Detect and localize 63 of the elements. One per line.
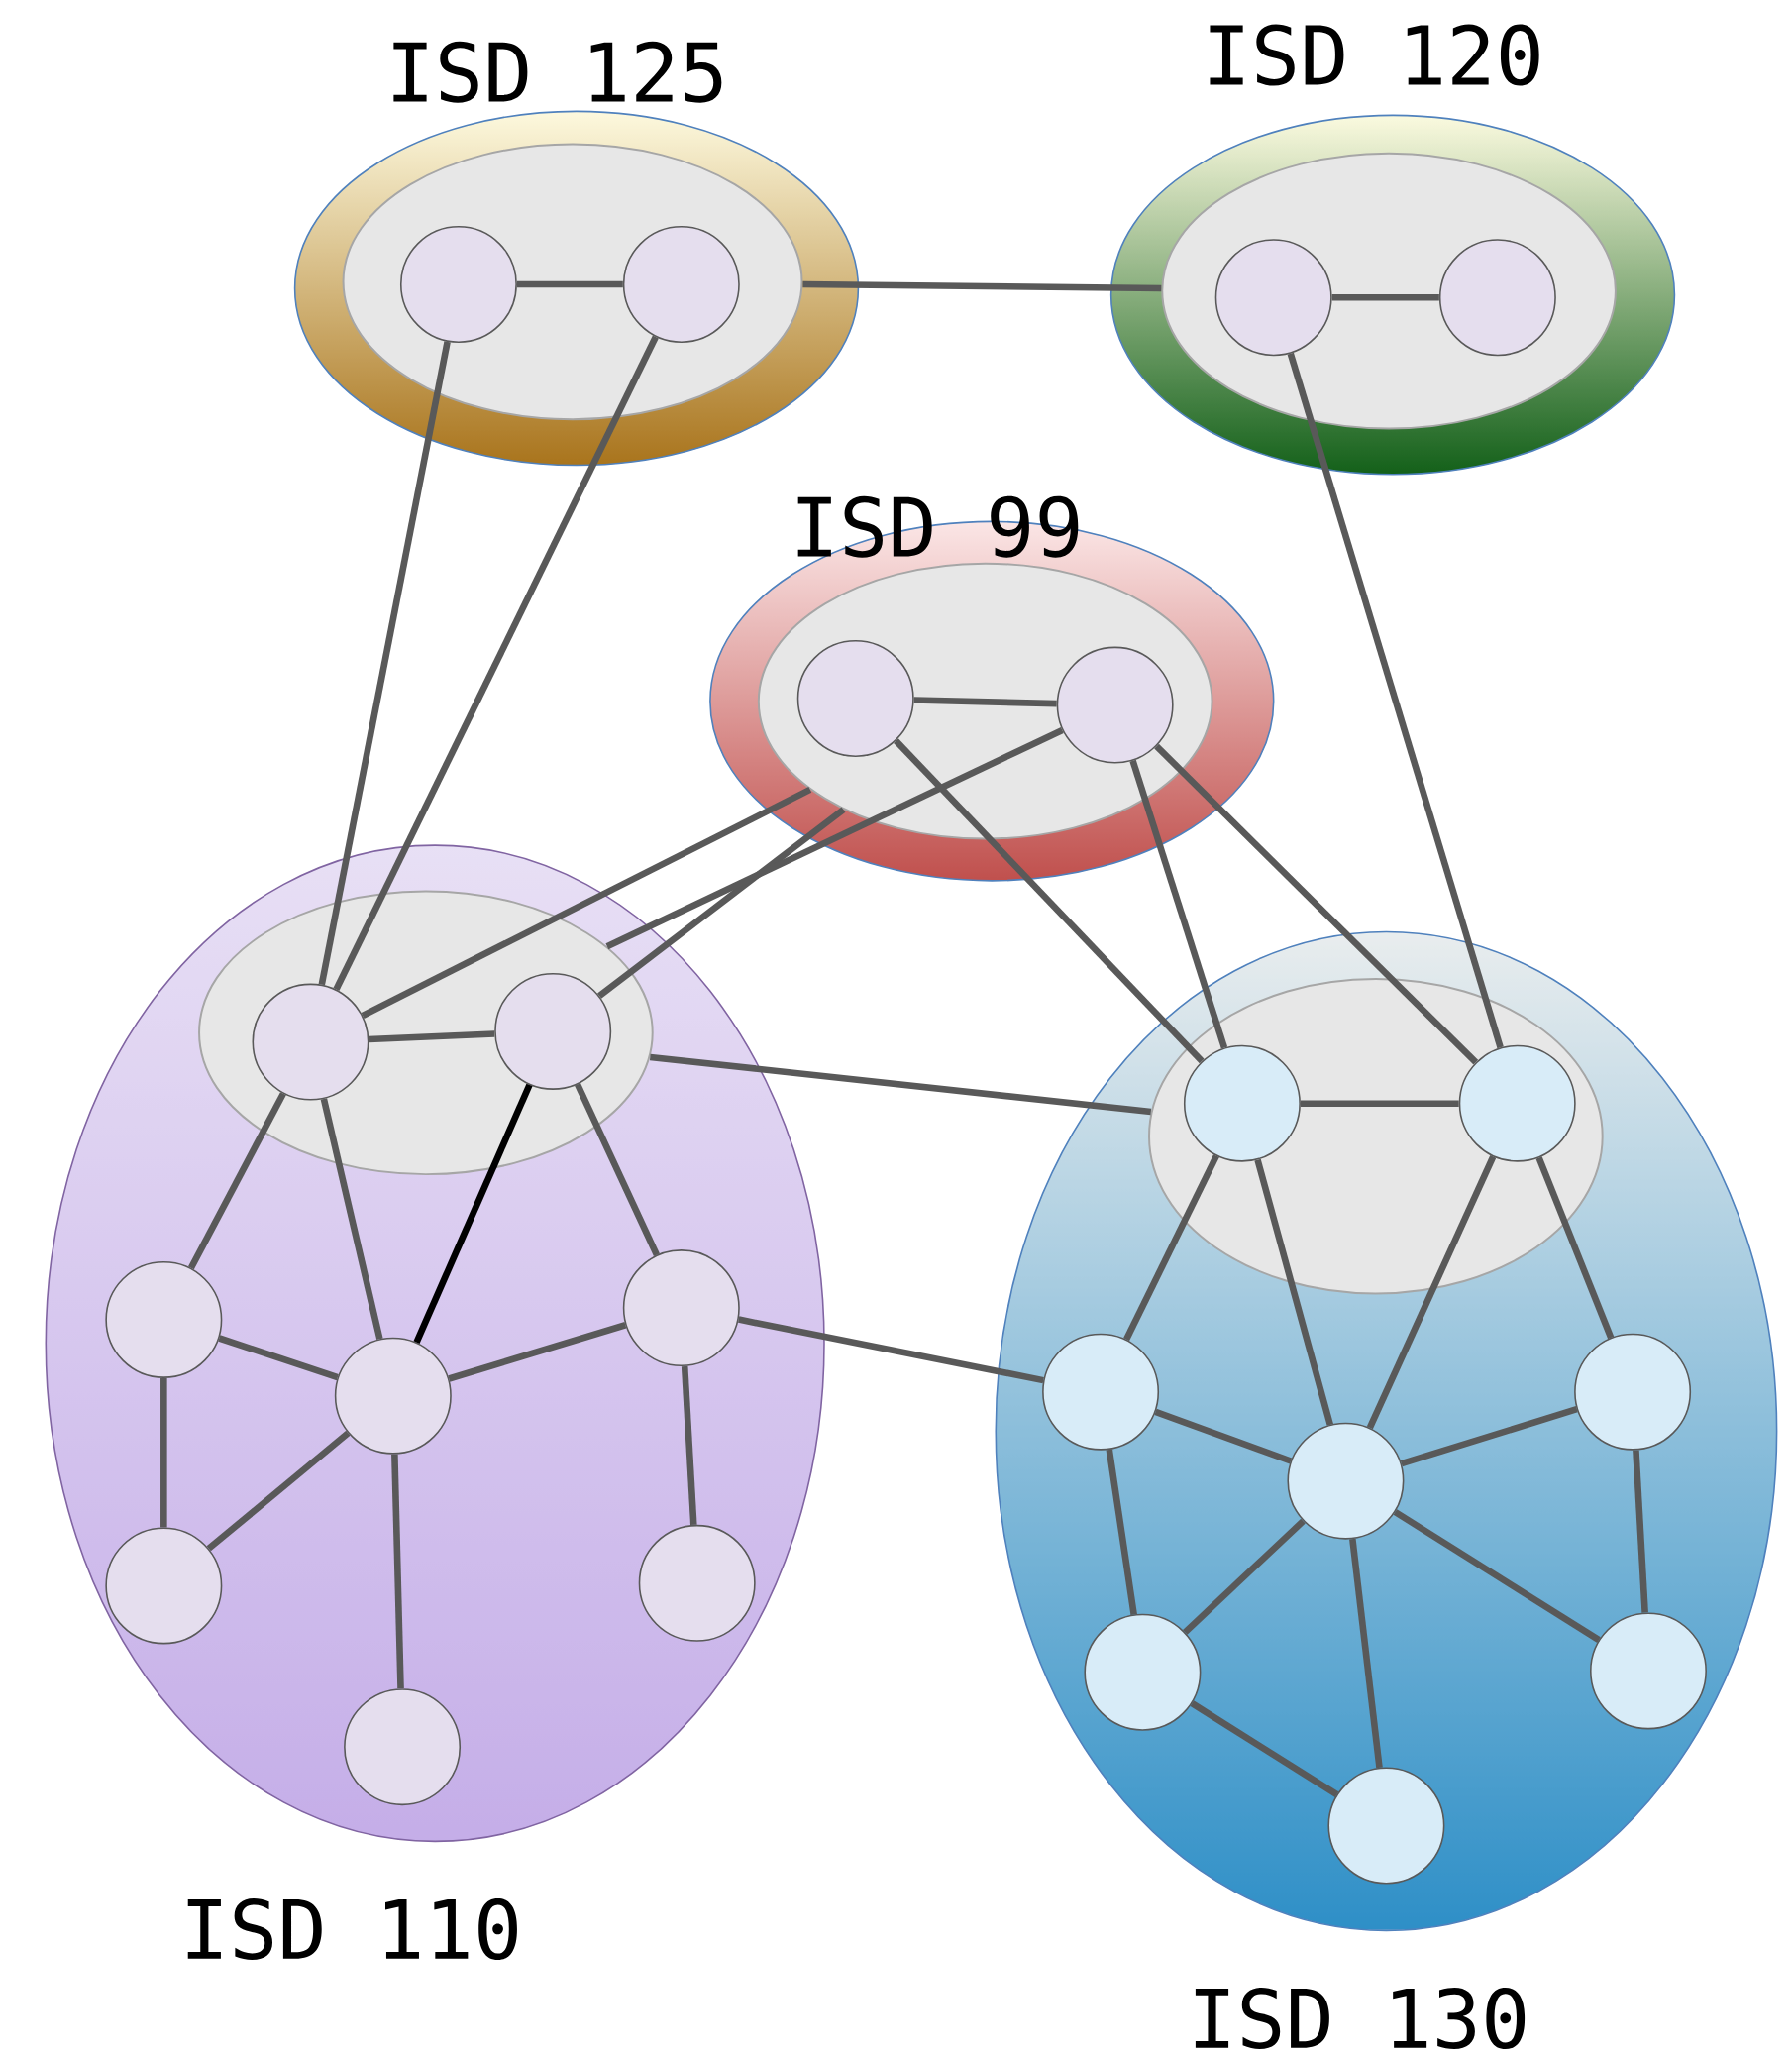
link-line xyxy=(320,1098,383,1340)
router-circle xyxy=(1573,1333,1691,1451)
router-circle xyxy=(252,983,369,1101)
link-line xyxy=(318,341,451,986)
link-line xyxy=(1287,352,1504,1049)
router-circle xyxy=(1287,1422,1405,1540)
link-line xyxy=(1400,1406,1578,1467)
router-circle xyxy=(1183,1044,1301,1162)
link-line xyxy=(448,1322,627,1382)
router-circle xyxy=(334,1337,452,1455)
link-line xyxy=(1393,1509,1601,1643)
domain-label: ISD 110 xyxy=(187,1898,517,1961)
router-circle xyxy=(105,1527,223,1645)
link-line xyxy=(605,726,1064,950)
link-line xyxy=(1129,759,1227,1049)
router-circle xyxy=(1214,239,1332,357)
router-circle xyxy=(399,226,517,343)
domain-label: ISD 120 xyxy=(1210,24,1539,86)
router-circle xyxy=(343,1688,461,1806)
router-circle xyxy=(1589,1612,1707,1730)
domain-label: ISD 130 xyxy=(1195,1987,1525,2049)
link-line xyxy=(1348,1538,1383,1769)
link-line xyxy=(1182,1518,1306,1635)
link-line xyxy=(206,1430,351,1552)
router-circle xyxy=(1041,1333,1159,1451)
link-line xyxy=(1154,743,1478,1065)
router-circle xyxy=(1458,1044,1576,1162)
link-line xyxy=(596,807,846,999)
link-line xyxy=(361,786,812,1019)
router-circle xyxy=(1438,239,1556,357)
link-line xyxy=(681,1365,697,1526)
link-line xyxy=(737,1316,1044,1384)
router-circle xyxy=(1056,646,1174,764)
link-line xyxy=(187,1092,286,1270)
link-line xyxy=(574,1083,660,1256)
router-circle xyxy=(105,1260,223,1378)
router-circle xyxy=(622,226,740,343)
link-line xyxy=(1331,293,1439,301)
router-circle xyxy=(796,640,914,757)
link-line xyxy=(1154,1408,1292,1464)
link-line xyxy=(1535,1156,1615,1340)
link-line xyxy=(1106,1449,1137,1615)
link-line xyxy=(218,1335,339,1381)
link-line xyxy=(913,697,1057,707)
router-circle xyxy=(622,1249,740,1367)
link-line xyxy=(413,1083,533,1344)
router-circle xyxy=(1327,1767,1445,1885)
link-line xyxy=(159,1377,167,1528)
link-line xyxy=(649,1053,1151,1116)
router-circle xyxy=(638,1524,756,1642)
link-line xyxy=(516,280,623,288)
link-line xyxy=(1366,1155,1497,1430)
link-line xyxy=(1632,1450,1648,1613)
router-circle xyxy=(1084,1613,1202,1731)
link-line xyxy=(1254,1158,1333,1426)
link-line xyxy=(893,738,1205,1064)
router-circle xyxy=(493,972,611,1090)
link-line xyxy=(390,1454,404,1689)
link-line xyxy=(1122,1154,1219,1342)
link-line xyxy=(1300,1100,1459,1107)
domain-label: ISD 125 xyxy=(393,41,722,103)
link-line xyxy=(1190,1700,1339,1797)
link-line xyxy=(333,335,659,991)
